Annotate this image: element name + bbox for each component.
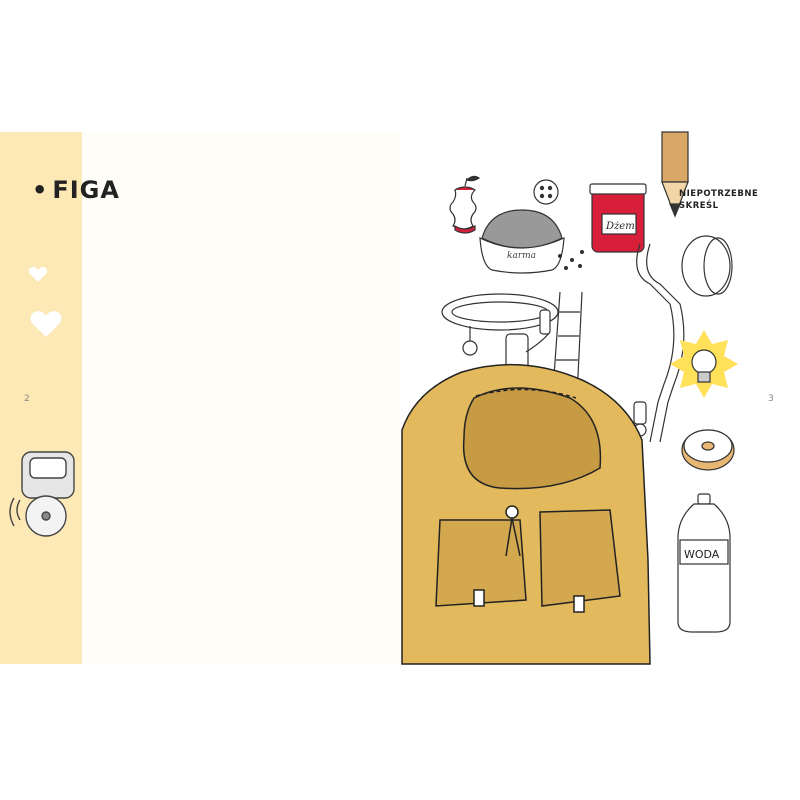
paint-roller-icon — [505, 309, 551, 371]
water-label: WODA — [684, 548, 720, 561]
water-bottle-icon: WODA — [677, 493, 731, 633]
leash-icon — [633, 235, 733, 443]
pencil-icon — [661, 131, 689, 218]
jam-label: Dżem — [605, 221, 635, 232]
bullet-dot-icon: • — [32, 176, 49, 204]
left-page — [0, 132, 400, 664]
page-number-right: 3 — [768, 394, 774, 404]
page-number-left: 2 — [24, 394, 30, 404]
heart-icon — [28, 267, 48, 282]
collar-icon — [441, 293, 559, 356]
cat-toy-icon — [9, 451, 75, 537]
heart-icon — [30, 311, 62, 337]
button-icon — [533, 179, 559, 205]
donut-icon — [681, 429, 735, 471]
chapter-heading: •FIGA — [32, 176, 120, 204]
backpack-icon — [401, 363, 651, 665]
apple-core-icon — [449, 175, 481, 234]
jam-jar-icon: Dżem — [589, 183, 647, 253]
heading-text: FIGA — [52, 176, 120, 204]
karma-label: karma — [507, 251, 536, 261]
task-label: NIEPOTRZEBNE SKREŚL — [679, 189, 759, 211]
pet-food-bowl-icon: karma — [479, 209, 584, 274]
left-page-band — [0, 132, 82, 664]
light-bulb-icon — [670, 330, 738, 398]
